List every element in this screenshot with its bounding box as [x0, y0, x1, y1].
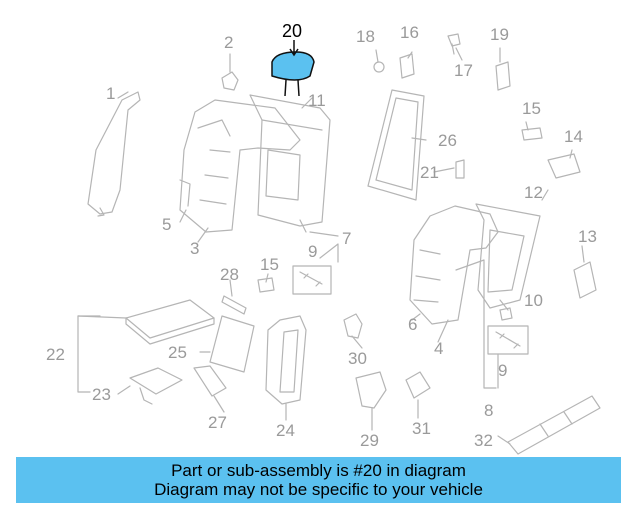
callout-24: 24: [276, 421, 295, 440]
callout-19: 19: [490, 25, 509, 44]
part-18-ring: [373, 61, 385, 73]
callout-22: 22: [46, 345, 65, 364]
part-24-frame: [265, 315, 307, 405]
callout-20: 20: [282, 21, 303, 41]
part-31-bracket: [405, 371, 431, 399]
callout-10: 10: [524, 291, 543, 310]
part-25-panel: [209, 315, 255, 373]
part-16-bracket: [399, 53, 415, 79]
callout-32: 32: [474, 431, 493, 450]
part-9-box-right: [487, 325, 529, 355]
part-19-cover: [495, 61, 511, 91]
part-20-headrest: [271, 40, 315, 97]
callout-21: 21: [420, 163, 439, 182]
callout-16: 16: [400, 23, 419, 42]
callout-15-top: 15: [522, 99, 541, 118]
part-9-box-left: [292, 265, 332, 295]
callout-25: 25: [168, 343, 187, 362]
callout-4: 4: [434, 339, 444, 358]
callout-28: 28: [220, 265, 239, 284]
part-28-strip: [221, 295, 247, 315]
leader-lines: [77, 47, 585, 445]
banner-line-1: Part or sub-assembly is #20 in diagram: [171, 461, 466, 480]
callout-31: 31: [412, 419, 431, 438]
callout-15-left: 15: [260, 255, 279, 274]
part-2-clip: [221, 71, 239, 91]
callout-9-left: 9: [308, 242, 318, 261]
callout-14: 14: [564, 127, 583, 146]
part-27-strap: [193, 365, 227, 397]
callout-12: 12: [524, 183, 543, 202]
callout-23: 23: [92, 385, 111, 404]
part-10-pin: [499, 307, 513, 321]
callout-11: 11: [308, 91, 326, 110]
part-23-bracket: [129, 367, 183, 405]
callout-18: 18: [356, 27, 375, 46]
part-29-bracket: [355, 371, 387, 409]
callout-30: 30: [348, 349, 367, 368]
part-13-latch: [573, 261, 597, 299]
part-32-tube: [507, 395, 601, 455]
callout-3: 3: [190, 239, 200, 258]
right-seatback: [409, 203, 541, 325]
part-14-latch: [547, 153, 581, 179]
part-1-side-trim: [87, 91, 141, 217]
part-30-hook: [343, 313, 363, 339]
callout-13: 13: [578, 227, 597, 246]
callout-2: 2: [224, 33, 234, 52]
callout-6: 6: [408, 315, 418, 334]
callout-17: 17: [454, 61, 473, 80]
part-21-bushing: [455, 159, 465, 179]
callout-5: 5: [162, 215, 172, 234]
part-26-panel: [367, 89, 425, 201]
callout-26: 26: [438, 131, 457, 150]
left-seatback: [179, 94, 331, 233]
callout-8: 8: [484, 401, 494, 420]
part-22-tray: [125, 299, 215, 345]
callout-27: 27: [208, 413, 227, 432]
callout-1: 1: [106, 84, 116, 103]
part-15-bushing-top: [521, 127, 543, 141]
callout-29: 29: [360, 431, 379, 450]
callout-9-right: 9: [498, 361, 508, 380]
part-17-bolt: [447, 33, 461, 55]
info-banner: Part or sub-assembly is #20 in diagram D…: [16, 457, 621, 503]
banner-line-2: Diagram may not be specific to your vehi…: [154, 480, 483, 499]
callout-7: 7: [342, 229, 352, 248]
